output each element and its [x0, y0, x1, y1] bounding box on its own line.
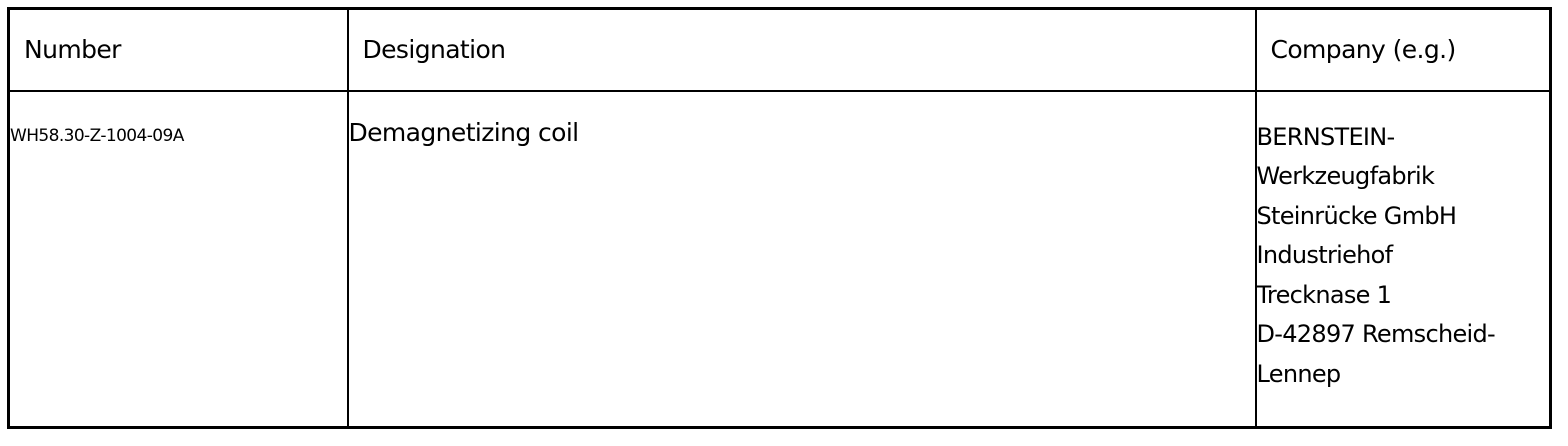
header-company: Company (e.g.) [1254, 7, 1552, 92]
cell-number: WH58.30-Z-1004-09A [7, 89, 349, 429]
company-line: Trecknase 1 [1256, 280, 1392, 309]
cell-designation: Demagnetizing coil [346, 89, 1257, 429]
header-designation: Designation [346, 7, 1257, 92]
header-row: Number Designation Company (e.g.) [7, 7, 1552, 92]
company-line: D-42897 Remscheid- [1256, 320, 1496, 348]
company-line: BERNSTEIN- [1256, 122, 1396, 151]
header-number: Number [7, 7, 349, 92]
company-line: Steinrücke GmbH [1256, 201, 1457, 230]
company-line: Lennep [1256, 359, 1342, 388]
parts-table: Number Designation Company (e.g.) WH58.3… [7, 7, 1552, 429]
cell-company: BERNSTEIN- Werkzeugfabrik Steinrücke Gmb… [1254, 89, 1552, 429]
table-row: WH58.30-Z-1004-09A Demagnetizing coil BE… [7, 89, 1552, 429]
company-line: Industriehof [1256, 241, 1394, 269]
company-line: Werkzeugfabrik [1256, 162, 1435, 190]
